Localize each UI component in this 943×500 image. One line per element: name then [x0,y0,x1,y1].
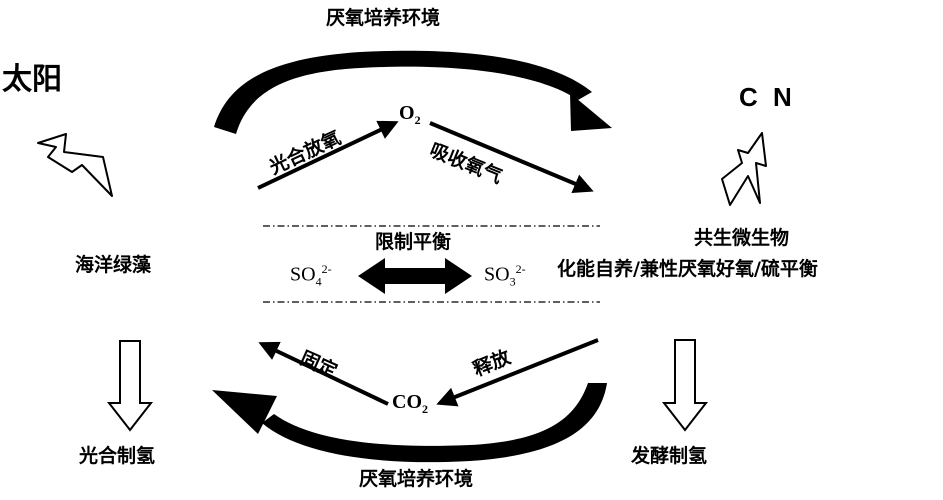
bottom-environment-label: 厌氧培养环境 [359,468,474,490]
so3-label: SO32- [484,262,526,289]
microbes-label: 共生微生物 [694,227,790,249]
limit-balance-label: 限制平衡 [375,231,452,253]
top-environment-label: 厌氧培养环境 [326,7,441,29]
microbes-description: 化能自养/兼性厌氧好氧/硫平衡 [557,258,818,280]
photo-hydrogen-arrow [106,340,154,432]
oxygen-release-arrow [257,120,399,190]
co2-release-arrow [436,338,599,407]
o2-label: O2 [399,102,421,127]
sun-label: 太阳 [2,62,62,97]
double-arrow [358,258,472,294]
lightning-bolt-left-icon [37,133,113,197]
cn-label: C N [739,82,796,112]
ferment-hydrogen-arrow [661,339,709,432]
photo-hydrogen-label: 光合制氢 [79,445,156,467]
top-curved-arrow [214,50,612,134]
ferment-hydrogen-label: 发酵制氢 [631,445,708,467]
oxygen-absorb-arrow [429,121,594,194]
so4-label: SO42- [290,262,332,289]
algae-label: 海洋绿藻 [75,254,152,276]
bottom-curved-arrow [212,383,607,463]
co2-fix-arrow [258,341,389,406]
co2-label: CO2 [392,391,428,416]
lightning-bolt-right-icon [721,132,767,206]
